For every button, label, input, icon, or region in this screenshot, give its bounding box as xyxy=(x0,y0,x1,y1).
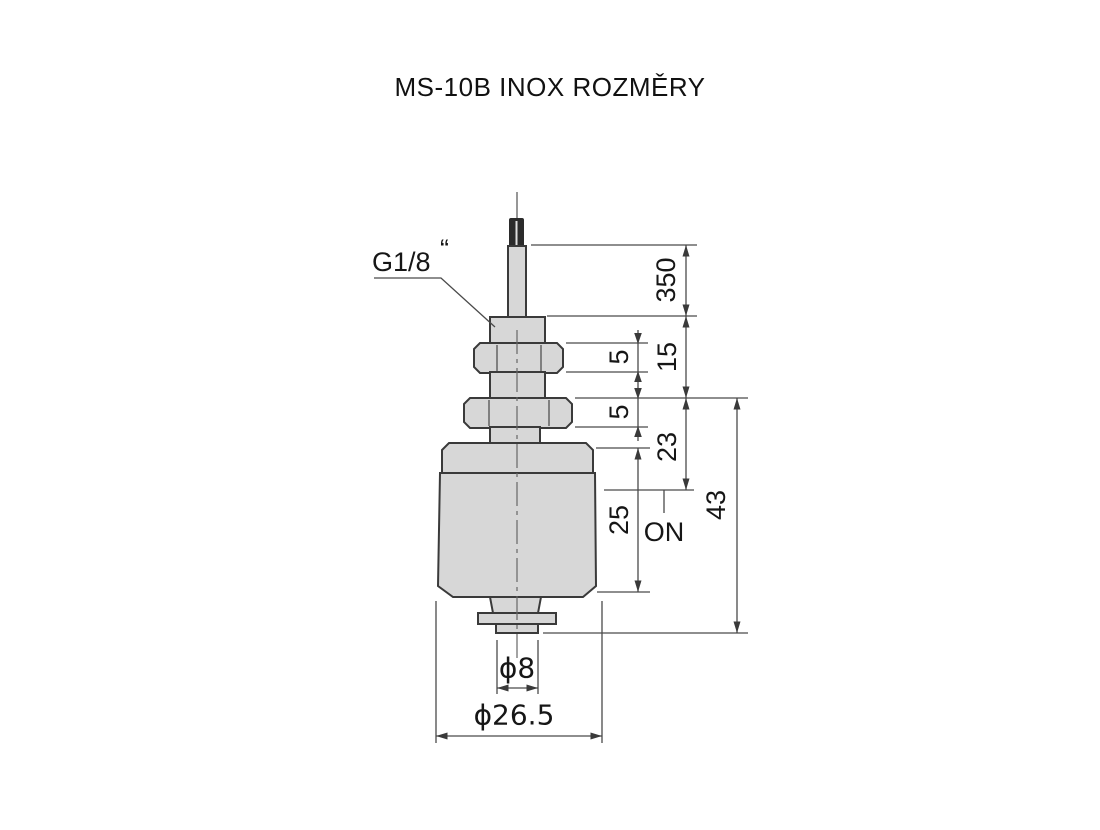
bottom-neck xyxy=(488,596,543,614)
page-title: MS-10B INOX ROZMĚRY xyxy=(394,72,706,102)
dim-label-stem-diameter: ϕ8 xyxy=(499,652,535,685)
arrow-upper-nut-top xyxy=(634,333,642,344)
arrow-lower-nut-bottom xyxy=(634,426,642,437)
arrow-lower-nut-top xyxy=(634,388,642,399)
arrow-upper-nut-bottom xyxy=(634,371,642,382)
dimension-labels: 350 15 5 5 23 25 43 ON ϕ8 ϕ26.5 G1/8 “ xyxy=(372,234,731,732)
dim-label-total-height: 43 xyxy=(701,490,731,520)
dim-label-lower-nut: 5 xyxy=(604,404,634,419)
lower-hex-nut xyxy=(463,397,573,429)
dim-label-float-diameter: ϕ26.5 xyxy=(474,699,555,732)
thread-size-label: G1/8 xyxy=(372,247,431,277)
dim-label-cable-length: 350 xyxy=(651,257,681,302)
dim-label-mount-to-on: 23 xyxy=(652,432,682,462)
thread-size-quote: “ xyxy=(440,234,449,264)
on-label: ON xyxy=(644,517,685,547)
dim-label-float-height: 25 xyxy=(604,505,634,535)
dim-label-thread-section: 15 xyxy=(652,342,682,372)
float-switch-device xyxy=(436,192,598,660)
cable-stem xyxy=(507,245,527,318)
collar xyxy=(489,426,541,444)
dim-label-upper-nut: 5 xyxy=(604,349,634,364)
thread-leader-line xyxy=(374,277,496,328)
dimension-lines xyxy=(374,245,741,740)
upper-hex-nut xyxy=(473,342,564,374)
